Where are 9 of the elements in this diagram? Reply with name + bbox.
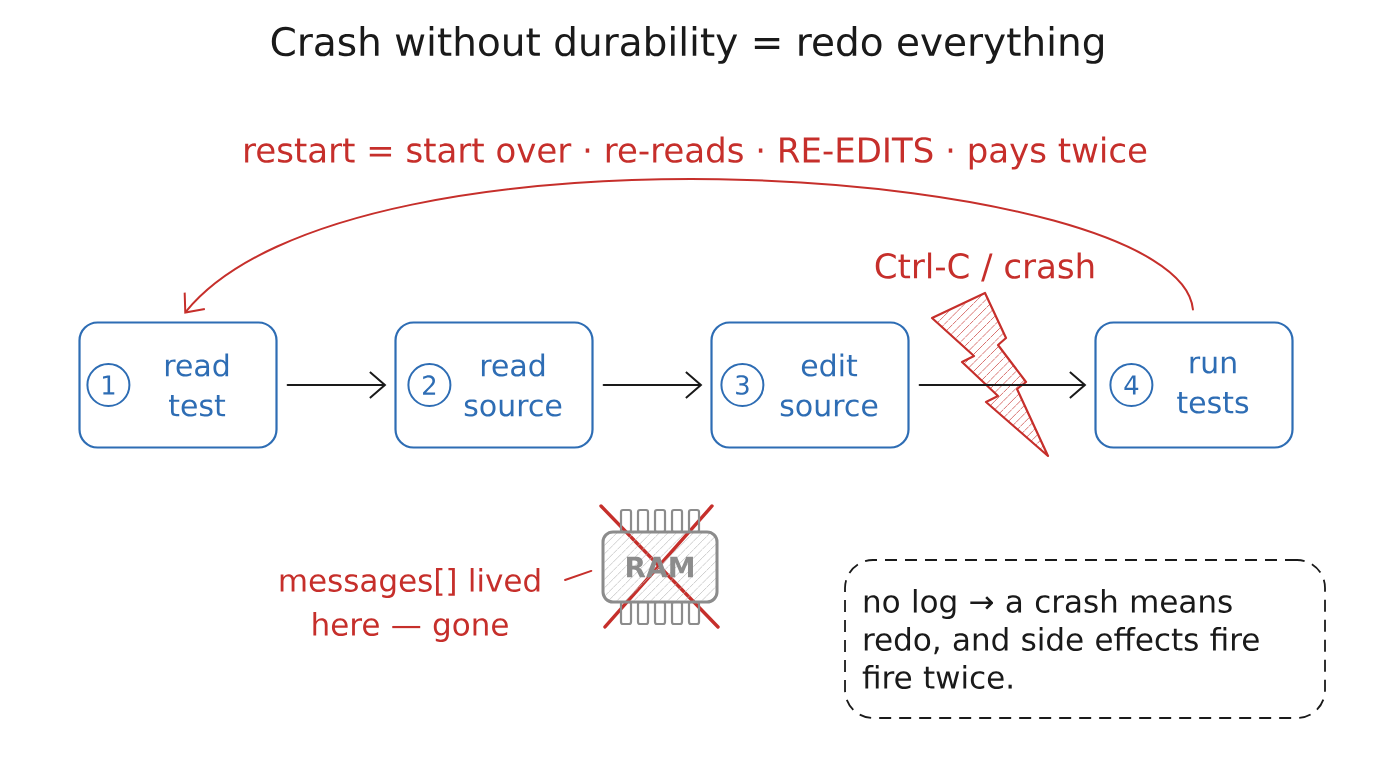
annotation: messages[] lived here — gone (280, 568, 540, 642)
note-box: no log → a crash means redo, and side effects fire fire twice. (844, 559, 1326, 719)
arrow (918, 371, 1087, 399)
arrow (602, 371, 703, 399)
annotation: Ctrl-C / crash (875, 252, 1094, 282)
title: Crash without durability = redo everything (271, 26, 1103, 64)
arrow (286, 371, 387, 399)
edge-label: restart = start over · re-reads · RE-EDITS · pays twice (240, 134, 1150, 172)
arrow (183, 178, 1194, 314)
